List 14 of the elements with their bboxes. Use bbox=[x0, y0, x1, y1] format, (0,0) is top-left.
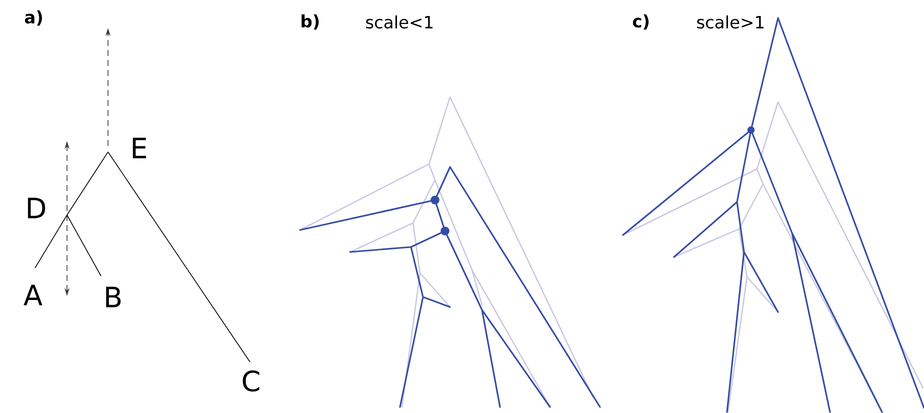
panel-letter: c) bbox=[632, 14, 649, 30]
panel-letter: b) bbox=[302, 14, 319, 30]
node-letter: E bbox=[132, 138, 146, 158]
panel-title: scale>1 bbox=[697, 15, 764, 29]
tree-branch bbox=[66, 214, 102, 276]
panel-letter: a) bbox=[24, 10, 42, 26]
node-letter: B bbox=[106, 286, 121, 308]
tree-branch bbox=[34, 214, 68, 268]
tree-branch bbox=[108, 152, 250, 362]
node-letter: D bbox=[28, 198, 46, 218]
node-letter: A bbox=[24, 284, 42, 306]
panel-title: scale<1 bbox=[366, 15, 432, 29]
tree-branch bbox=[66, 152, 108, 216]
node-letter: C bbox=[242, 370, 260, 392]
